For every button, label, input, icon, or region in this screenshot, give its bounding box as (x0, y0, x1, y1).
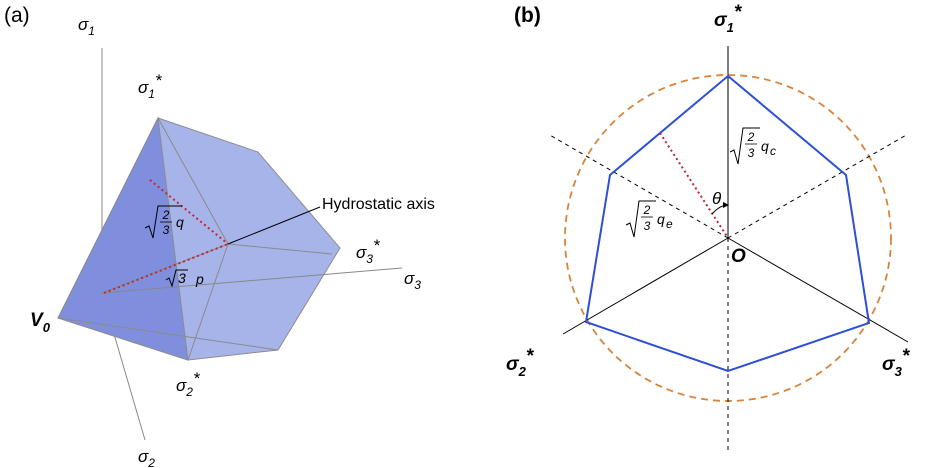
sigma2-star-label: σ2* (176, 369, 201, 399)
b-sigma3-star-label: σ3* (882, 346, 911, 379)
svg-text:3: 3 (178, 270, 186, 286)
panel-b: (b) θ O 2 3 q c 2 (506, 2, 911, 450)
sigma1-label: σ1 (78, 15, 95, 38)
sqrt-two-thirds-q: 2 3 q (144, 205, 184, 239)
svg-text:e: e (666, 217, 673, 231)
svg-text:3: 3 (748, 146, 755, 160)
panel-a: (a) σ1 σ1* σ2* σ2 σ (4, 4, 435, 468)
edge-right-center (227, 243, 333, 255)
svg-text:q: q (761, 138, 769, 154)
axis-neg-sigma3-dashed (547, 133, 729, 239)
svg-text:2: 2 (747, 130, 755, 144)
edge-bottom-center (187, 243, 229, 361)
sigma3-label: σ3 (404, 269, 421, 292)
svg-text:q: q (176, 214, 184, 230)
b-sigma2-star-label: σ2* (506, 346, 535, 379)
svg-text:3: 3 (163, 223, 170, 237)
origin-label: O (731, 246, 746, 267)
theta-label: θ (712, 189, 722, 208)
axis-sigma3-star (727, 237, 909, 343)
q-dotted-line (149, 179, 229, 245)
solid-dark-face (57, 116, 189, 361)
panel-a-label: (a) (4, 4, 30, 27)
hydrostatic-axis-label: Hydrostatic axis (322, 196, 435, 213)
yield-surface-polygon (584, 74, 871, 373)
svg-text:p: p (195, 271, 204, 287)
p-dotted-line (103, 243, 229, 294)
panel-b-label: (b) (514, 4, 541, 27)
theta-arc (711, 202, 729, 215)
sigma2-label: σ2 (138, 447, 155, 468)
sigma3-axis (101, 267, 403, 294)
axis-neg-sigma2-dashed (727, 133, 909, 239)
svg-text:2: 2 (643, 203, 651, 217)
hydrostatic-axis-line (227, 206, 321, 245)
sigma1-star-label: σ1* (138, 71, 163, 101)
svg-text:3: 3 (644, 219, 651, 233)
sigma3-star-label: σ3* (356, 236, 381, 266)
sqrt-three-p: 3 p (165, 269, 204, 288)
edge-top-center (157, 117, 229, 245)
v0-label: V0 (30, 310, 51, 335)
sqrt-two-thirds-qc: 2 3 q c (729, 127, 776, 165)
axis-sigma2-star (562, 237, 729, 335)
b-sigma1-star-label: σ1* (714, 2, 743, 35)
svg-text:c: c (770, 144, 776, 158)
edge-base (57, 317, 279, 351)
svg-text:2: 2 (162, 208, 170, 222)
svg-text:q: q (657, 211, 665, 227)
qe-radius-dotted (659, 132, 729, 239)
sqrt-two-thirds-qe: 2 3 q e (625, 200, 673, 238)
